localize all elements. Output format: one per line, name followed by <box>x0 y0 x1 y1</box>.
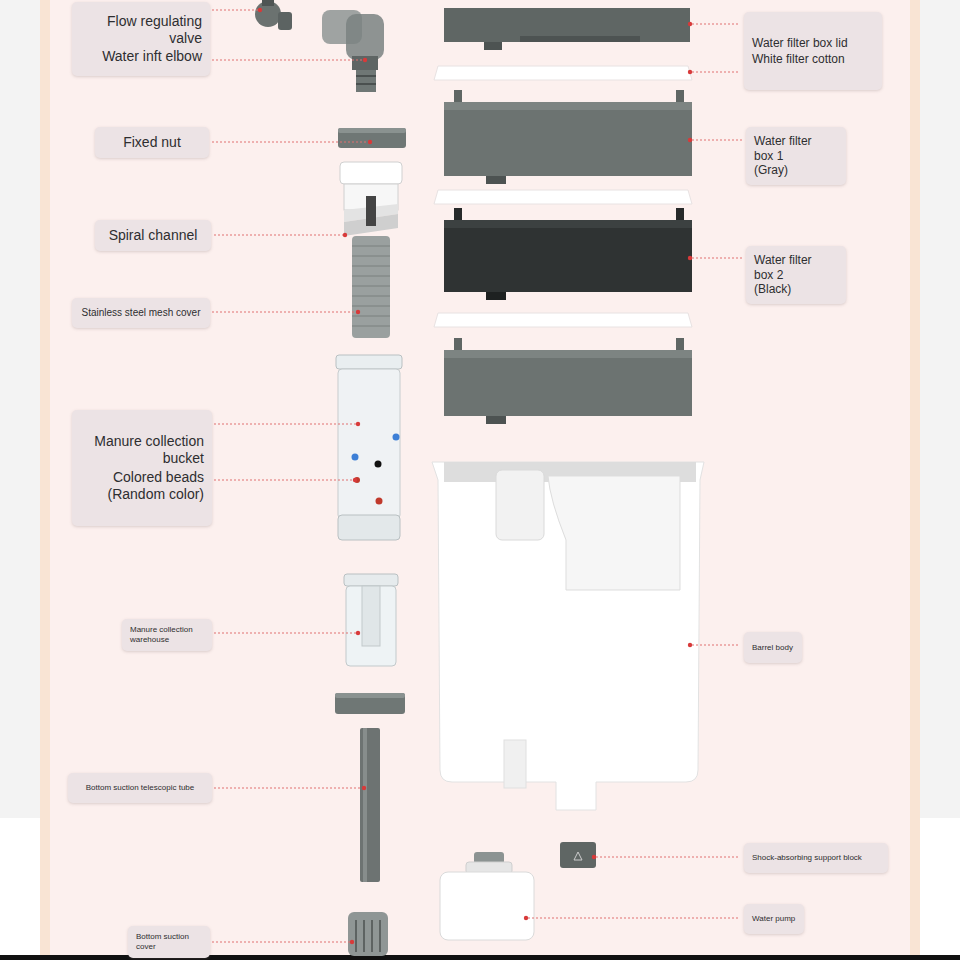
part-label: Water pump <box>752 914 795 924</box>
part-label: Stainless steel mesh cover <box>82 307 201 319</box>
part-label: Water filter box 1 (Gray) <box>754 134 820 177</box>
callout-box: Barrel body <box>744 632 802 663</box>
callout-box: Water filter box 1 (Gray) <box>746 127 846 185</box>
part-label: Manure collection bucket <box>94 433 204 467</box>
callout-box: Bottom suction cover <box>128 926 210 958</box>
part-label: Spiral channel <box>109 227 198 244</box>
part-label: Shock-absorbing support block <box>752 853 862 863</box>
part-label: Barrel body <box>752 643 793 653</box>
part-label: Flow regulating valve <box>90 13 202 47</box>
callout-box: Manure collection bucketColored beads (R… <box>72 410 212 526</box>
part-label: Colored beads (Random color) <box>94 469 204 503</box>
callout-box: Shock-absorbing support block <box>744 843 888 873</box>
part-label: Bottom suction cover <box>136 932 202 951</box>
part-label: Manure collection warehouse <box>130 625 204 644</box>
part-label: White filter cotton <box>752 52 845 66</box>
callout-box: Spiral channel <box>95 220 211 251</box>
callout-box: Water pump <box>744 904 804 934</box>
callout-box: Stainless steel mesh cover <box>72 298 210 328</box>
part-label: Water filter box 2 (Black) <box>754 253 820 296</box>
callout-box: Manure collection warehouse <box>122 619 212 651</box>
callout-box: Water filter box lidWhite filter cotton <box>744 12 882 90</box>
part-label: Water filter box lid <box>752 36 848 50</box>
part-label: Water inft elbow <box>102 48 202 65</box>
callout-box: Bottom suction telescopic tube <box>68 773 212 803</box>
callout-box: Fixed nut <box>95 127 209 158</box>
part-label: Fixed nut <box>123 134 181 151</box>
part-label: Bottom suction telescopic tube <box>86 783 195 793</box>
callout-box: Water filter box 2 (Black) <box>746 246 846 304</box>
callout-box: Flow regulating valveWater inft elbow <box>72 2 210 76</box>
